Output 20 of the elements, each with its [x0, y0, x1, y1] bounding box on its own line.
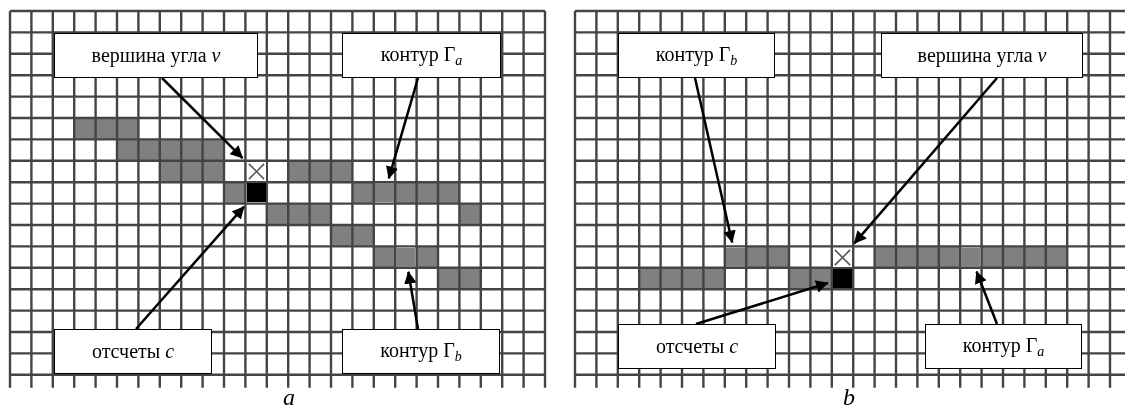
sample-cell — [833, 269, 852, 288]
arrow — [975, 270, 999, 325]
label-box: контур Γ$_{b}$ — [342, 329, 500, 374]
arrow — [161, 77, 244, 159]
contour-cell — [375, 183, 394, 203]
label-box: вершина угла v — [54, 33, 258, 78]
arrow — [695, 280, 829, 326]
arrow — [386, 77, 420, 179]
arrow — [853, 77, 998, 245]
label-box: контур Γ$_{a}$ — [925, 324, 1082, 369]
arrow — [693, 77, 736, 244]
label-box: вершина угла v — [881, 33, 1083, 78]
panel-caption: b — [843, 384, 855, 411]
arrow — [404, 271, 420, 330]
label-box: контур Γ$_{b}$ — [618, 33, 775, 78]
arrow — [135, 205, 245, 330]
label-box: отсчеты c — [54, 329, 212, 374]
label-box: отсчеты c — [618, 324, 776, 369]
label-box: контур Γ$_{a}$ — [342, 33, 501, 78]
panel-caption: a — [283, 384, 295, 411]
